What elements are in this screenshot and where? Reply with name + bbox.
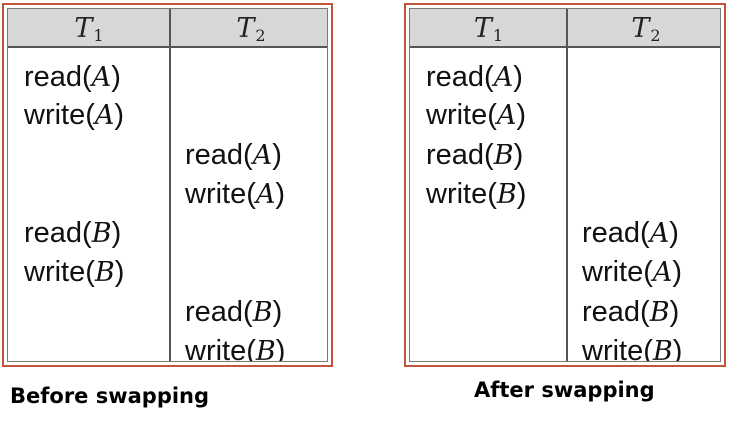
op-t1-read-b: read(B) <box>24 217 122 249</box>
header-t1: T1 <box>473 13 504 45</box>
op-t2-read-a: read(A) <box>185 139 282 171</box>
column-divider <box>566 9 568 361</box>
caption-after: After swapping <box>474 378 655 402</box>
header-row: T1 T2 <box>8 9 327 48</box>
op-t2-write-b: write(B) <box>185 335 286 362</box>
op-t2-write-b: write(B) <box>582 335 683 362</box>
schedule-after-table: T1 T2 read(A) write(A) read(B) write(B) … <box>409 8 721 362</box>
op-t1-write-a: write(A) <box>24 99 125 131</box>
schedule-before: T1 T2 read(A) write(A) read(A) write(A) … <box>2 3 333 367</box>
schedule-after: T1 T2 read(A) write(A) read(B) write(B) … <box>404 3 726 367</box>
op-t1-read-b: read(B) <box>426 139 524 171</box>
caption-before: Before swapping <box>10 384 210 408</box>
op-t2-read-b: read(B) <box>582 296 680 328</box>
op-t1-read-a: read(A) <box>426 61 523 93</box>
header-t1: T1 <box>74 13 104 45</box>
op-t1-read-a: read(A) <box>24 61 121 93</box>
op-t1-write-b: write(B) <box>426 178 527 210</box>
op-t2-write-a: write(A) <box>185 178 286 210</box>
op-t1-write-a: write(A) <box>426 99 527 131</box>
op-t1-write-b: write(B) <box>24 256 125 288</box>
op-t2-write-a: write(A) <box>582 256 683 288</box>
schedule-before-table: T1 T2 read(A) write(A) read(A) write(A) … <box>7 8 328 362</box>
header-t2: T2 <box>236 13 266 45</box>
column-divider <box>169 9 171 361</box>
header-t2: T2 <box>631 13 661 45</box>
op-t2-read-a: read(A) <box>582 217 679 249</box>
op-t2-read-b: read(B) <box>185 296 283 328</box>
header-row: T1 T2 <box>410 9 720 48</box>
